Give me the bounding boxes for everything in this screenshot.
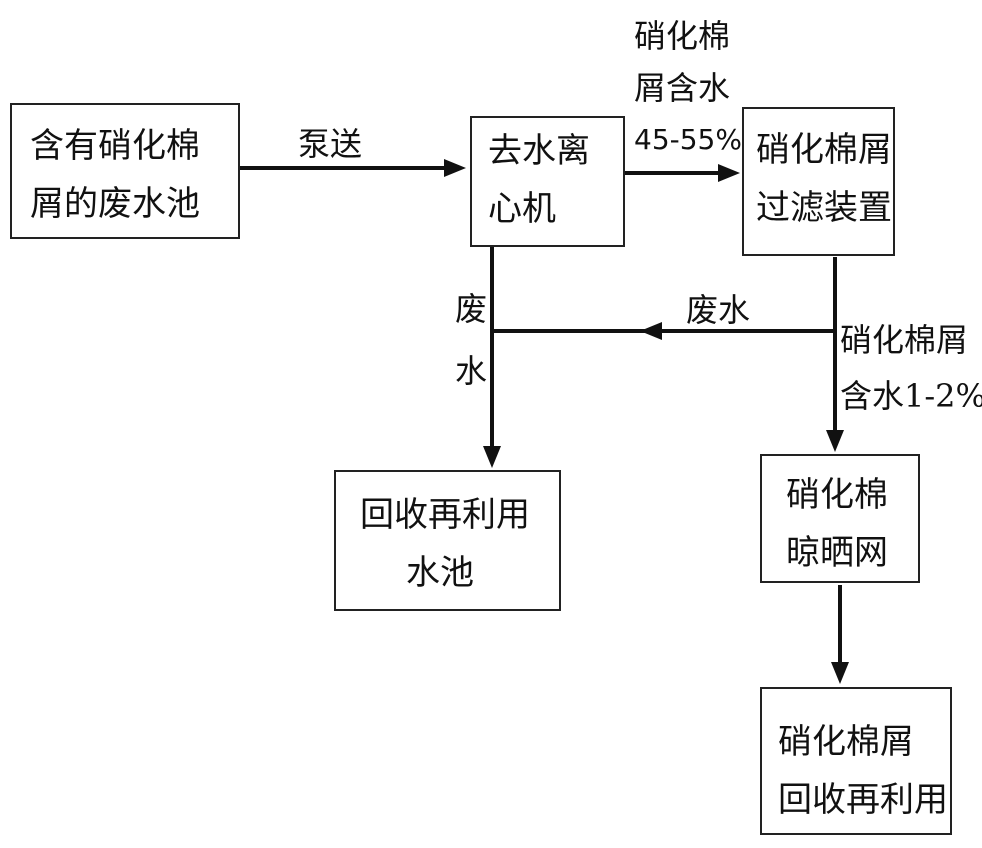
arrowhead-centrifuge-filter — [718, 164, 740, 182]
node-text-line: 心机 — [488, 189, 556, 229]
node-drying-net: 硝化棉 晾晒网 — [760, 454, 920, 583]
node-text-line: 回收再利用 — [778, 780, 948, 820]
label-waste-vertical: 废 水 — [455, 278, 487, 402]
node-text-line: 硝化棉屑 — [778, 722, 914, 762]
node-recycle-pool: 回收再利用 水池 — [334, 470, 561, 611]
label-line: 废 — [455, 290, 488, 328]
label-line: 硝化棉 — [634, 17, 731, 55]
label-line: 含水1-2% — [840, 377, 982, 415]
label-line: 硝化棉屑 — [840, 321, 969, 359]
arrowhead-pump — [444, 159, 466, 177]
label-line: 45-55% — [634, 123, 742, 156]
node-text-line: 硝化棉屑 — [756, 130, 892, 170]
node-wastewater-pool: 含有硝化棉 屑的废水池 — [10, 103, 240, 239]
arrowhead-waste-down — [483, 446, 501, 468]
node-text-line: 晾晒网 — [786, 533, 888, 573]
node-text-line: 屑的废水池 — [30, 184, 200, 224]
label-line: 屑含水 — [634, 69, 731, 107]
node-text-line: 回收再利用 — [360, 495, 530, 535]
node-text-line: 硝化棉 — [786, 475, 888, 515]
node-text-line: 含有硝化棉 — [30, 126, 200, 166]
label-waste-horizontal: 废水 — [686, 291, 751, 329]
node-text-line: 水池 — [406, 553, 474, 593]
node-text-line: 过滤装置 — [756, 188, 892, 228]
arrowhead-drying-down — [831, 662, 849, 684]
label-cotton-water-right: 硝化棉屑 含水1-2% — [840, 312, 982, 424]
node-text-line: 去水离 — [488, 131, 590, 171]
node-cotton-recycle: 硝化棉屑 回收再利用 — [760, 687, 952, 835]
label-pump: 泵送 — [298, 125, 363, 163]
arrowhead-filter-down — [826, 430, 844, 452]
node-centrifuge: 去水离 心机 — [470, 116, 625, 247]
label-cotton-water-top: 硝化棉 屑含水 45-55% — [634, 10, 742, 166]
node-filter-device: 硝化棉屑 过滤装置 — [742, 107, 895, 256]
label-line: 水 — [455, 352, 488, 390]
